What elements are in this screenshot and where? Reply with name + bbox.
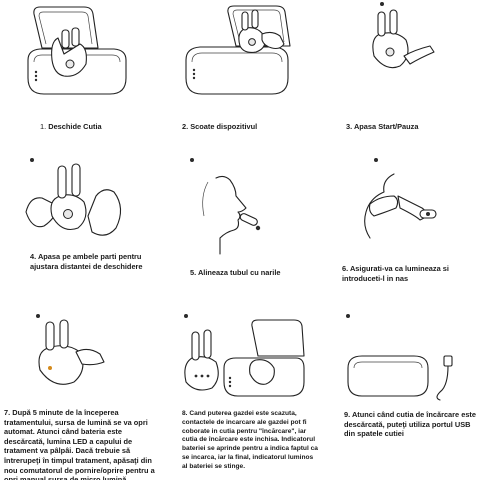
step-2-text: Scoate dispozitivul bbox=[190, 122, 258, 131]
step-1: 1. Deschide Cutia bbox=[0, 0, 160, 140]
step-3-number: 3. bbox=[346, 122, 353, 131]
step-3-text: Apasa Start/Pauza bbox=[353, 122, 419, 131]
align-tube-illustration bbox=[180, 156, 284, 260]
open-case-illustration bbox=[22, 4, 132, 100]
step-6-text: Asigurati-va ca lumineaza si introduceti… bbox=[342, 264, 449, 283]
remove-device-illustration bbox=[176, 4, 294, 100]
step-3: 3. Apasa Start/Pauza bbox=[320, 0, 480, 140]
step-7-number: 7. bbox=[4, 408, 11, 417]
step-8-number: 8. bbox=[182, 410, 188, 417]
step-7-text: După 5 minute de la începerea tratamentu… bbox=[4, 408, 155, 480]
led-indicator-icon bbox=[48, 366, 52, 370]
step-6-number: 6. bbox=[342, 264, 349, 273]
step-4-number: 4. bbox=[30, 252, 37, 261]
step-9-text: Atunci când cutia de încărcare este desc… bbox=[344, 410, 476, 439]
step-4-text: Apasa pe ambele parti pentru ajustara di… bbox=[30, 252, 143, 271]
step-6: 6. Asigurati-va ca lumineaza si introduc… bbox=[320, 150, 480, 300]
step-1-text: Deschide Cutia bbox=[48, 122, 102, 131]
squeeze-sides-illustration bbox=[22, 156, 132, 248]
step-5-text: Alineaza tubul cu narile bbox=[197, 268, 281, 277]
step-8-text: Cand puterea gazdei este scazuta, contac… bbox=[182, 410, 318, 470]
insert-nose-illustration bbox=[340, 156, 458, 252]
step-2: 2. Scoate dispozitivul bbox=[160, 0, 320, 140]
step-4: 4. Apasa pe ambele parti pentru ajustara… bbox=[0, 150, 160, 300]
step-5: 5. Alineaza tubul cu narile bbox=[160, 150, 320, 300]
step-5-number: 5. bbox=[190, 268, 197, 277]
press-start-illustration bbox=[348, 0, 444, 84]
charging-case-illustration bbox=[176, 312, 306, 402]
auto-off-illustration bbox=[26, 312, 116, 402]
step-1-number: 1. bbox=[40, 122, 47, 131]
step-9: 9. Atunci când cutia de încărcare este d… bbox=[320, 312, 480, 480]
step-7: 7. După 5 minute de la începerea tratame… bbox=[0, 312, 160, 480]
step-9-number: 9. bbox=[344, 410, 351, 419]
step-8: 8. Cand puterea gazdei este scazuta, con… bbox=[160, 312, 320, 480]
step-2-number: 2. bbox=[182, 122, 189, 131]
usb-charging-illustration bbox=[340, 312, 466, 402]
